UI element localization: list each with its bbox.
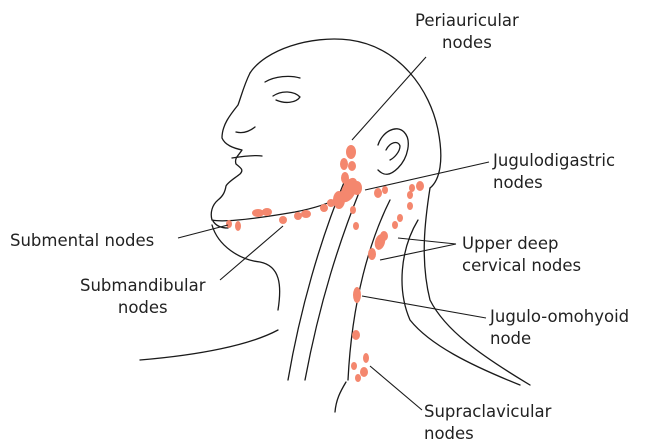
label-submental: Submental nodes bbox=[10, 230, 154, 252]
jugulodigastric-node bbox=[374, 188, 382, 198]
jugulo-omohyoid-node bbox=[353, 287, 361, 303]
ear-outline bbox=[378, 129, 408, 174]
submandibular-node bbox=[327, 199, 335, 207]
submandibular-node bbox=[294, 212, 302, 220]
submental-node bbox=[235, 221, 241, 231]
periauricular-node bbox=[346, 145, 356, 159]
upper-deep-cervical-nodes-group bbox=[368, 214, 403, 260]
submandibular-node bbox=[353, 222, 359, 230]
periauricular-node bbox=[340, 158, 348, 170]
label-jugulodigastric-line2: nodes bbox=[493, 172, 615, 194]
jugulodigastric-node bbox=[382, 186, 388, 194]
label-submandibular-line1: Submandibular bbox=[80, 275, 206, 297]
label-jugulo-omohyoid-line2: node bbox=[490, 328, 629, 350]
eyebrow bbox=[265, 76, 300, 82]
jugulodigastric-leader bbox=[365, 162, 489, 190]
submandibular-node bbox=[262, 208, 272, 216]
label-supraclavicular: Supraclavicular nodes bbox=[424, 401, 551, 445]
upper-deep-cervical-leader-2 bbox=[380, 244, 456, 260]
supraclavicular-node bbox=[363, 353, 369, 363]
periauricular-node bbox=[348, 161, 356, 171]
label-periauricular-line2: nodes bbox=[415, 32, 519, 54]
supraclavicular-leader bbox=[370, 366, 422, 410]
nostril bbox=[236, 127, 255, 133]
back-neck-line bbox=[424, 188, 530, 385]
submandibular-leader bbox=[220, 226, 283, 280]
submandibular-node bbox=[279, 216, 287, 224]
label-supraclavicular-line2: nodes bbox=[424, 423, 551, 445]
submental-node bbox=[226, 220, 232, 228]
upper-deep-cervical-node bbox=[380, 231, 388, 241]
ear-inner bbox=[386, 143, 400, 160]
label-submental-line1: Submental nodes bbox=[10, 230, 154, 252]
mouth bbox=[232, 156, 262, 158]
label-submandibular-line2: nodes bbox=[80, 297, 206, 319]
upper-deep-cervical-node bbox=[368, 248, 376, 260]
jugulo-omohyoid-leader bbox=[362, 296, 486, 318]
supraclavicular-node bbox=[351, 362, 357, 370]
upper-deep-cervical-leader-1 bbox=[398, 238, 456, 244]
label-jugulo-omohyoid: Jugulo-omohyoid node bbox=[490, 306, 629, 350]
jugulo-omohyoid-nodes-group bbox=[353, 287, 361, 303]
submandibular-node bbox=[301, 210, 311, 218]
eye-outline bbox=[273, 92, 300, 102]
upper-deep-cervical-node bbox=[397, 214, 403, 222]
label-jugulo-omohyoid-line1: Jugulo-omohyoid bbox=[490, 306, 629, 328]
jugulodigastric-node bbox=[416, 181, 424, 191]
label-periauricular-line1: Periauricular bbox=[415, 10, 519, 32]
neck-inner-line bbox=[288, 180, 345, 380]
supraclavicular-nodes-group bbox=[351, 330, 369, 382]
upper-deep-cervical-node bbox=[392, 221, 398, 229]
face-profile-outline bbox=[211, 73, 250, 220]
submandibular-node bbox=[350, 206, 356, 214]
label-periauricular: Periauricular nodes bbox=[415, 10, 519, 54]
label-supraclavicular-line1: Supraclavicular bbox=[424, 401, 551, 423]
label-submandibular: Submandibular nodes bbox=[80, 275, 206, 319]
jugulodigastric-node bbox=[333, 191, 345, 209]
jaw-line bbox=[212, 198, 338, 221]
label-upper-deep-cervical: Upper deep cervical nodes bbox=[462, 233, 581, 277]
periauricular-leader bbox=[352, 57, 426, 140]
supraclavicular-node bbox=[352, 330, 360, 340]
collarbone-line bbox=[140, 330, 278, 360]
label-upper-deep-cervical-line2: cervical nodes bbox=[462, 255, 581, 277]
jugulodigastric-node bbox=[409, 184, 415, 192]
supraclavicular-node bbox=[355, 374, 361, 382]
submandibular-node bbox=[320, 204, 328, 212]
submental-leader bbox=[178, 225, 228, 238]
label-upper-deep-cervical-line1: Upper deep bbox=[462, 233, 581, 255]
submental-nodes-group bbox=[226, 220, 241, 231]
jugulodigastric-node bbox=[407, 191, 413, 199]
scm-line-front bbox=[305, 190, 360, 380]
jugulodigastric-node bbox=[407, 202, 413, 210]
jugulodigastric-node bbox=[352, 181, 362, 195]
chest-line bbox=[335, 382, 346, 412]
label-jugulodigastric: Jugulodigastric nodes bbox=[493, 150, 615, 194]
supraclavicular-node bbox=[360, 367, 368, 377]
label-jugulodigastric-line1: Jugulodigastric bbox=[493, 150, 615, 172]
